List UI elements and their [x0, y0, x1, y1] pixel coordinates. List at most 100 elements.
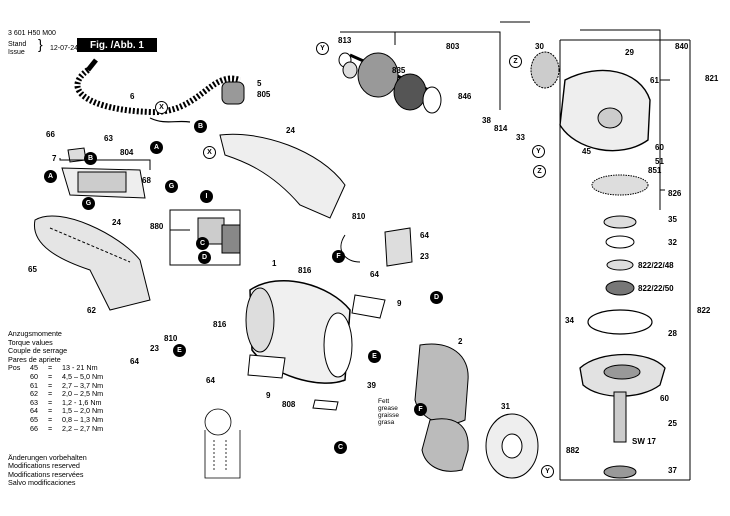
part-label-5: 5 [257, 79, 262, 88]
callout-b: B [194, 120, 207, 133]
part-label-51: 51 [655, 157, 664, 166]
part-label-61: 61 [650, 76, 659, 85]
torque-title-es: Pares de apriete [8, 354, 61, 364]
torque-value: 2,0 – 2,5 Nm [62, 389, 104, 399]
callout-f: F [332, 250, 345, 263]
part-label-32: 32 [668, 238, 677, 247]
callout-d: D [430, 291, 443, 304]
callout-f: F [414, 403, 427, 416]
torque-value: 2,7 – 3,7 Nm [62, 380, 104, 390]
callout-y: Y [316, 42, 329, 55]
part-label-37: 37 [668, 466, 677, 475]
torque-row: 64=1,5 – 2,0 Nm [8, 407, 103, 416]
part-label-64-a: 64 [420, 231, 429, 240]
footer-line: Modifications reserved [8, 461, 80, 471]
part-label-822: 822 [697, 306, 711, 315]
grease-line: Fett [378, 398, 390, 405]
grease-note: Fett grease graisse grasa [378, 398, 399, 426]
torque-eq: = [48, 380, 53, 390]
footer-line: Änderungen vorbehalten [8, 453, 87, 462]
callout-i: I [200, 190, 213, 203]
grease-line: grease [378, 405, 398, 412]
part-label-810-top: 810 [352, 212, 366, 221]
torque-pos: 60 [30, 371, 38, 381]
callout-y: Y [532, 145, 545, 158]
modification-notice: Änderungen vorbehalten Modifications res… [8, 453, 87, 488]
torque-pos: 62 [30, 389, 38, 399]
spanner-size-label: SW 17 [632, 437, 657, 446]
part-label-6: 6 [130, 92, 135, 101]
part-label-30: 30 [535, 42, 544, 51]
torque-eq: = [48, 406, 53, 416]
part-label-65: 65 [28, 265, 37, 274]
part-label-851: 851 [648, 166, 662, 175]
torque-pos: 45 [30, 363, 38, 373]
callout-b: B [84, 152, 97, 165]
part-label-840: 840 [675, 42, 689, 51]
callout-a: A [150, 141, 163, 154]
torque-pos: 65 [30, 414, 38, 424]
grease-line: grasa [378, 419, 395, 426]
part-label-31: 31 [501, 402, 510, 411]
part-label-23-top: 23 [420, 252, 429, 261]
part-label-64-d: 64 [206, 376, 215, 385]
part-label-826: 826 [668, 189, 682, 198]
callout-c: C [196, 237, 209, 250]
callout-c: C [334, 441, 347, 454]
part-label-29: 29 [625, 48, 634, 57]
torque-eq: = [48, 371, 53, 381]
part-label-822-22-48: 822/22/48 [638, 261, 674, 270]
part-label-882: 882 [566, 446, 580, 455]
part-label-9-bottom: 9 [266, 391, 271, 400]
part-label-60-bottom: 60 [660, 394, 669, 403]
torque-row: 60 = 4,5 – 5,0 Nm [8, 371, 104, 382]
torque-value: 4,5 – 5,0 Nm [62, 371, 104, 381]
torque-eq: = [48, 389, 53, 399]
callout-z: Z [509, 55, 522, 68]
part-label-805: 805 [257, 90, 271, 99]
part-label-880: 880 [150, 222, 164, 231]
part-label-35: 35 [668, 215, 677, 224]
part-label-813: 813 [338, 36, 352, 45]
callout-g: G [82, 197, 95, 210]
part-label-25: 25 [668, 419, 677, 428]
torque-pos: 66 [30, 423, 38, 433]
torque-value: 1,2 - 1,6 Nm [62, 397, 102, 407]
callout-e: E [368, 350, 381, 363]
torque-value: 0,8 – 1,3 Nm [62, 414, 104, 424]
part-label-814: 814 [494, 124, 508, 133]
part-label-23-bottom: 23 [150, 344, 159, 353]
part-label-816-bottom: 816 [213, 320, 227, 329]
torque-row: 65=0,8 – 1,3 Nm [8, 414, 104, 425]
part-label-822-22-50: 822/22/50 [638, 284, 674, 293]
torque-pos: 61 [30, 380, 38, 390]
part-label-821: 821 [705, 74, 719, 83]
part-label-816-top: 816 [298, 266, 312, 275]
torque-row: 66=2,2 – 2,7 Nm [8, 423, 104, 434]
part-label-34: 34 [565, 316, 574, 325]
torque-value: 2,2 – 2,7 Nm [62, 423, 104, 433]
callout-y: Y [541, 465, 554, 478]
part-number: 3 601 H50 M00 [8, 30, 56, 37]
pos-label: Pos [8, 363, 21, 373]
callout-g: G [165, 180, 178, 193]
part-label-2: 2 [458, 337, 463, 346]
part-label-62: 62 [87, 306, 96, 315]
part-label-846: 846 [458, 92, 472, 101]
part-label-803: 803 [446, 42, 460, 51]
issue-label: Issue [8, 49, 25, 56]
callout-z: Z [533, 165, 546, 178]
stand-label: Stand [8, 41, 27, 48]
part-label-1: 1 [272, 259, 277, 268]
footer-line: Salvo modificaciones [8, 478, 76, 488]
part-label-64-b: 64 [370, 270, 379, 279]
callout-d: D [198, 251, 211, 264]
part-label-810-bottom: 810 [164, 334, 178, 343]
part-label-24-bottom: 24 [112, 218, 121, 227]
torque-pos: 64 [30, 406, 38, 416]
part-label-39: 39 [367, 381, 376, 390]
callout-a: A [44, 170, 57, 183]
callout-e: E [173, 344, 186, 357]
